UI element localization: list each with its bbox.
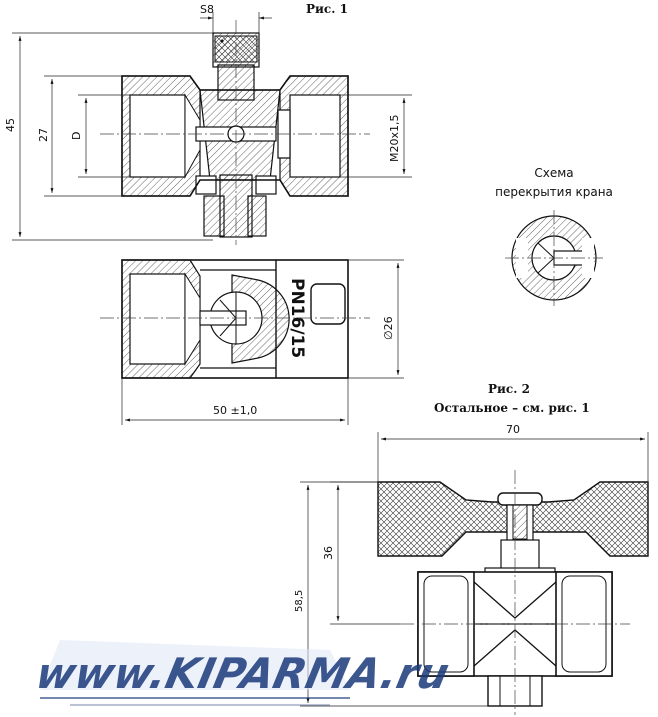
fig1-top-view: PN16/15	[100, 259, 370, 379]
fig2-title: Рис. 2	[488, 382, 530, 396]
fig1-top-dimensions: ∅26 50 ±1,0	[121, 259, 404, 425]
scheme-title-1: Схема	[534, 166, 573, 180]
dim-s8: S8	[200, 3, 214, 16]
fig2-dimensions: 70 36 58,5	[294, 423, 649, 707]
dim-70: 70	[506, 423, 520, 436]
fig2-view	[377, 470, 649, 715]
scheme-title-2: перекрытия крана	[495, 185, 613, 199]
fig2-note: Остальное – см. рис. 1	[434, 401, 590, 415]
fig1-section-view	[100, 20, 370, 245]
dim-d26: ∅26	[382, 316, 395, 340]
dim-d: D	[70, 132, 83, 140]
dim-585: 58,5	[294, 590, 305, 612]
dim-m20: M20x1,5	[388, 115, 401, 163]
dim-50: 50 ±1,0	[213, 404, 257, 417]
dim-36: 36	[322, 546, 335, 560]
dim-45: 45	[4, 118, 17, 132]
marking-pn: PN16/15	[287, 278, 307, 358]
fig1-section-dimensions: S8 45 27 D M20x1,5	[4, 3, 412, 241]
watermark-logo: www.KIPARMA.ru	[31, 640, 453, 706]
scheme-diagram: Схема перекрытия крана	[495, 166, 613, 306]
dim-27: 27	[37, 128, 50, 142]
watermark-text: www.KIPARMA.ru	[31, 650, 453, 698]
fig1-title: Рис. 1	[306, 2, 348, 16]
